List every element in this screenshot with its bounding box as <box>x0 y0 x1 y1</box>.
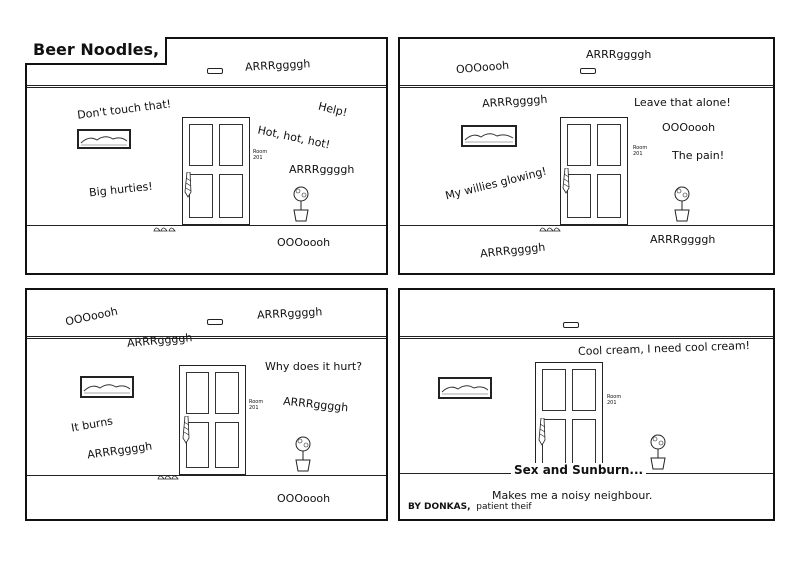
speech-line: Cool cream, I need cool cream! <box>577 339 751 358</box>
tie-on-door-handle <box>184 172 192 198</box>
speech-line: Hot, hot, hot! <box>256 123 332 152</box>
author-credit: BY DONKAS, patient theif <box>408 502 532 512</box>
speech-line: ARRRggggh <box>479 240 546 261</box>
credit-role: patient theif <box>476 502 532 512</box>
caption-text: Makes me a noisy neighbour. <box>492 489 653 502</box>
door <box>182 117 250 225</box>
ceiling-line <box>27 336 386 339</box>
title-box <box>25 37 167 65</box>
door-sign: Room 201 <box>607 394 622 406</box>
tie-on-door-handle <box>182 416 190 444</box>
door <box>560 117 628 225</box>
potted-plant <box>650 434 666 470</box>
speech-line: ARRRggggh <box>86 439 153 462</box>
speech-line: ARRRggggh <box>256 305 323 322</box>
wall-picture <box>438 377 492 399</box>
speech-line: Don't touch that! <box>76 97 172 122</box>
panel-4: Room 201 Cool cream, I need cool cream! … <box>398 288 775 521</box>
speech-line: ARRRggggh <box>244 57 311 74</box>
floor-line <box>27 475 386 476</box>
speech-line: OOOoooh <box>277 492 331 505</box>
speech-line: Big hurties! <box>88 179 154 200</box>
potted-plant <box>674 186 690 222</box>
door <box>179 365 246 475</box>
potted-plant <box>295 436 311 472</box>
landscape-picture <box>441 385 489 395</box>
speech-line: Why does it hurt? <box>265 360 363 373</box>
wall-picture <box>461 125 517 147</box>
speech-line: ARRRggggh <box>126 331 193 350</box>
speech-line: OOOoooh <box>277 236 331 249</box>
speech-line: Leave that alone! <box>634 96 731 109</box>
wall-picture <box>77 129 131 149</box>
speech-line: ARRRggggh <box>586 48 652 61</box>
speech-line: OOOoooh <box>455 58 510 77</box>
ceiling-line <box>400 85 773 88</box>
ceiling-light <box>580 68 596 74</box>
panel-3: Room 201 OOOoooh ARRRggggh ARRRggggh Why… <box>25 288 388 521</box>
ceiling-light <box>207 68 223 74</box>
landscape-picture <box>80 136 128 146</box>
speech-line: ARRRggggh <box>282 394 349 415</box>
speech-line: ARRRggggh <box>289 163 355 176</box>
ceiling-light <box>563 322 579 328</box>
speech-line: The pain! <box>672 149 725 162</box>
shoes <box>153 227 176 232</box>
tie-on-door-handle <box>562 168 570 194</box>
speech-line: Help! <box>316 99 349 120</box>
panel-1: Room 201 ARRRggggh Don't touch that! Hel… <box>25 37 388 275</box>
door-sign: Room 201 <box>253 149 268 161</box>
door-sign: Room 201 <box>249 399 264 411</box>
tie-on-door-handle <box>538 418 546 446</box>
speech-line: My willies glowing! <box>443 164 548 203</box>
speech-line: ARRRggggh <box>481 92 548 111</box>
door-sign: Room 201 <box>633 145 648 157</box>
caption-title: Sex and Sunburn... <box>511 463 647 477</box>
panel-2: Room 201 OOOoooh ARRRggggh ARRRggggh Lea… <box>398 37 775 275</box>
landscape-picture <box>464 133 514 143</box>
shoes <box>157 475 179 480</box>
speech-line: OOOoooh <box>662 121 716 134</box>
shoes <box>539 227 561 232</box>
potted-plant <box>293 186 309 222</box>
floor-line <box>27 225 386 226</box>
ceiling-line <box>27 85 386 88</box>
ceiling-line <box>400 336 773 339</box>
ceiling-light <box>207 319 223 325</box>
floor-line <box>400 225 773 226</box>
speech-line: It burns <box>70 414 114 435</box>
wall-picture <box>80 376 134 398</box>
speech-line: OOOoooh <box>64 304 119 329</box>
comic-title: Beer Noodles, <box>33 40 160 59</box>
landscape-picture <box>83 384 131 394</box>
credit-by: BY DONKAS, <box>408 502 471 512</box>
speech-line: ARRRggggh <box>650 233 716 246</box>
